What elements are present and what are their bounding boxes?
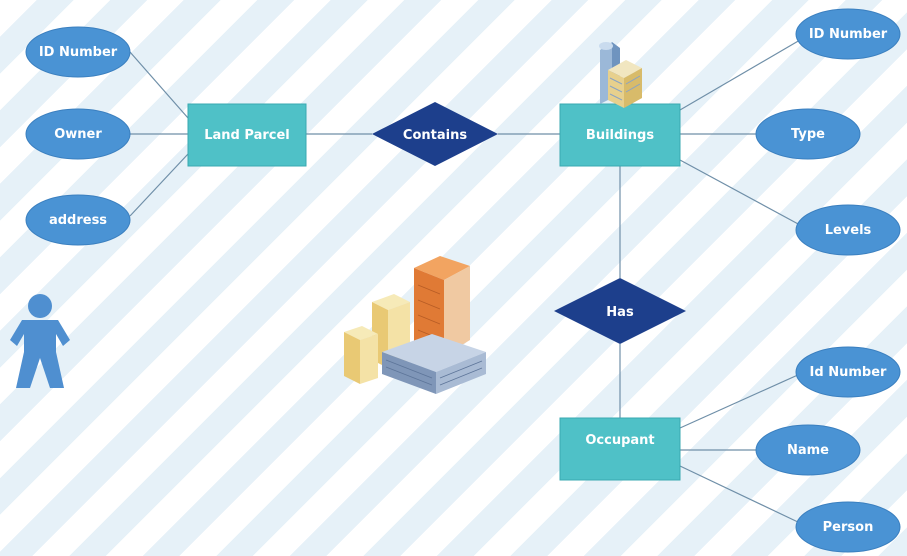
relationship-has[interactable]: Has: [554, 278, 686, 344]
attribute-label: Type: [791, 127, 825, 142]
connector-parcel-address: [129, 153, 189, 217]
attribute-parcel-id-number[interactable]: ID Number: [25, 26, 131, 78]
attribute-label: ID Number: [809, 27, 888, 42]
attribute-label: address: [49, 213, 107, 228]
city-buildings-icon: [344, 256, 486, 394]
connector-occupant-person: [679, 465, 801, 524]
connector-parcel-id: [129, 51, 189, 119]
attribute-parcel-owner[interactable]: Owner: [25, 108, 131, 160]
attribute-buildings-type[interactable]: Type: [755, 108, 861, 160]
attribute-occupant-id-number[interactable]: Id Number: [795, 346, 901, 398]
attribute-buildings-levels[interactable]: Levels: [795, 204, 901, 256]
attribute-occupant-person[interactable]: Person: [795, 501, 901, 553]
entity-occupant[interactable]: Occupant: [559, 417, 681, 481]
small-building-icon: [599, 42, 642, 108]
entity-label: Buildings: [586, 128, 654, 143]
relationship-label: Contains: [403, 128, 467, 143]
connector-buildings-id: [679, 39, 801, 111]
connector-buildings-levels: [679, 159, 801, 226]
attribute-parcel-address[interactable]: address: [25, 194, 131, 246]
relationship-contains[interactable]: Contains: [372, 102, 498, 166]
entity-label: Land Parcel: [204, 128, 289, 143]
attribute-buildings-id-number[interactable]: ID Number: [795, 8, 901, 60]
relationship-label: Has: [606, 305, 634, 320]
entity-label: Occupant: [585, 433, 654, 448]
entity-buildings[interactable]: Buildings: [559, 103, 681, 167]
connector-occupant-id: [679, 373, 801, 429]
entity-land-parcel[interactable]: Land Parcel: [187, 103, 307, 167]
attribute-label: ID Number: [39, 45, 118, 60]
person-icon: [10, 294, 70, 388]
connectors: [129, 39, 801, 524]
attribute-label: Person: [823, 520, 874, 535]
attribute-label: Owner: [54, 127, 102, 142]
attribute-label: Name: [787, 443, 829, 458]
attribute-label: Levels: [825, 223, 872, 238]
attribute-occupant-name[interactable]: Name: [755, 424, 861, 476]
attribute-label: Id Number: [810, 365, 887, 380]
